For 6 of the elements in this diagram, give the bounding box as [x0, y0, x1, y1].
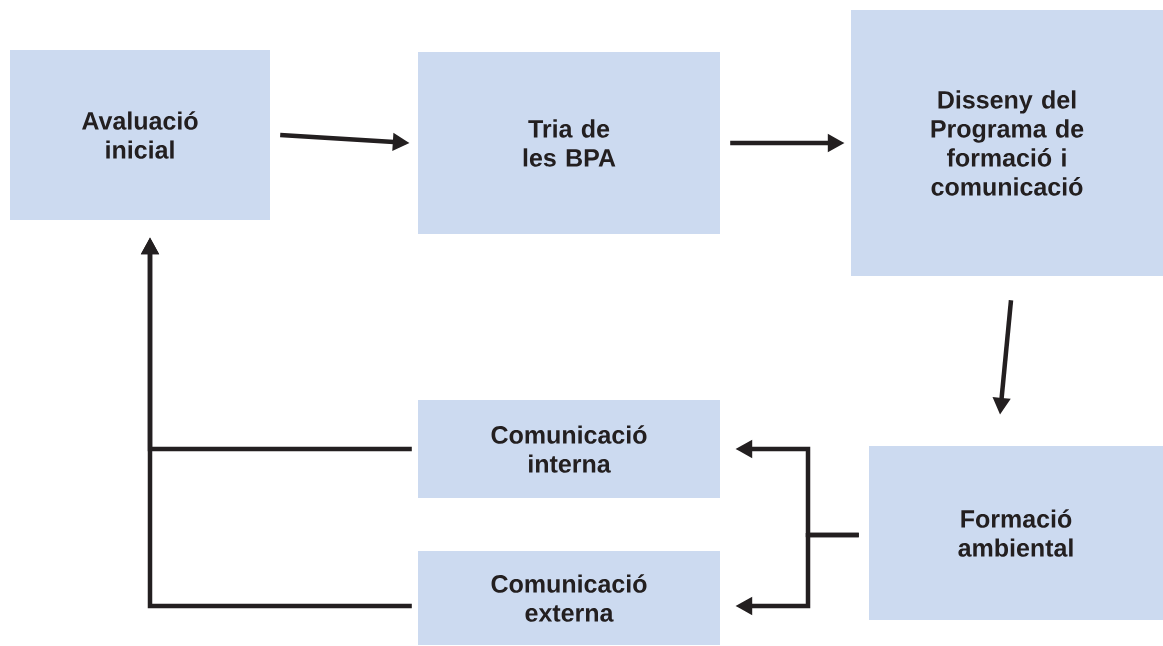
process-box: Avaluació inicial — [10, 50, 270, 220]
process-box: Comunicació interna — [418, 400, 720, 498]
process-box: Tria de les BPA — [418, 52, 720, 234]
process-box: Disseny del Programa de formació i comunicació — [851, 10, 1163, 276]
process-box: Formació ambiental — [869, 446, 1163, 620]
process-box: Comunicació externa — [418, 551, 720, 645]
